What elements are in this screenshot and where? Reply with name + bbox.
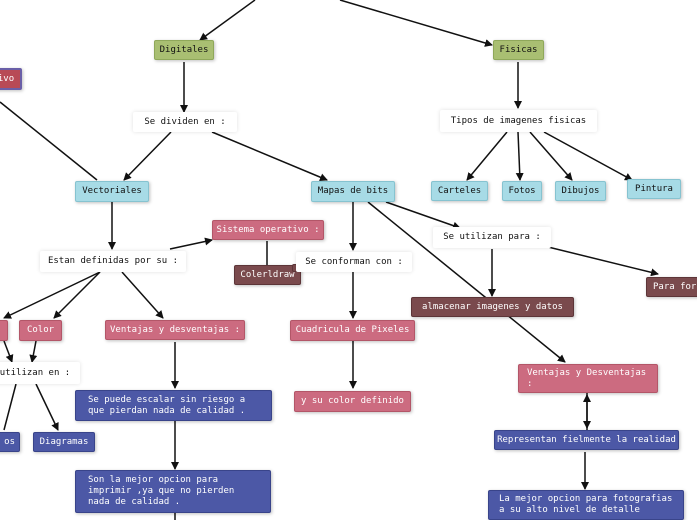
node-color[interactable]: Color — [19, 320, 62, 341]
edge-dividen-mapas — [211, 131, 328, 181]
node-pintura[interactable]: Pintura — [627, 179, 681, 199]
node-ventajas-desventajas-2[interactable]: Ventajas y Desventajas : — [518, 364, 658, 393]
node-sistema-operativo[interactable]: Sistema operativo : — [212, 220, 324, 240]
edge-mapas-utilizan — [385, 201, 461, 230]
node-ventajas-desventajas[interactable]: Ventajas y desventajas : — [105, 320, 245, 340]
edge-root-fisicas — [339, 0, 493, 47]
node-para-for-truncated[interactable]: Para for — [646, 277, 697, 297]
edge-definidas-sistema — [169, 237, 213, 250]
node-diagramas[interactable]: Diagramas — [33, 432, 95, 452]
node-cuadricula[interactable]: Cuadricula de Pixeles — [290, 320, 415, 341]
edge-red-vectoriales — [0, 101, 98, 181]
node-estan-definidas[interactable]: Estan definidas por su : — [40, 251, 186, 272]
node-mejor-fotografias[interactable]: La mejor opcion para fotografias a su al… — [488, 490, 684, 520]
edge-mapas-ventajas2 — [367, 201, 566, 363]
node-utilizan-en[interactable]: utilizan en : — [0, 362, 80, 384]
node-su-color[interactable]: y su color definido — [294, 391, 411, 412]
node-digitales[interactable]: Digitales — [154, 40, 214, 60]
edge-tipos-pintura — [543, 131, 633, 181]
node-carteles[interactable]: Carteles — [431, 181, 488, 201]
edge-root-digitales — [199, 0, 256, 41]
node-escalar[interactable]: Se puede escalar sin riesgo a que pierda… — [75, 390, 272, 421]
edge-tipos-fotos — [515, 131, 524, 181]
edge-utilizan-os — [3, 383, 17, 431]
edge-tipos-dibujos — [529, 131, 573, 181]
node-almacenar[interactable]: almacenar imagenes y datos — [411, 297, 574, 317]
node-red-truncated[interactable]: ivo — [0, 68, 22, 90]
edge-dividen-vectoriales — [123, 131, 172, 181]
node-os-truncated[interactable]: os — [0, 432, 20, 452]
node-se-utilizan-para[interactable]: Se utilizan para : — [433, 227, 551, 248]
node-mejor-imprimir[interactable]: Son la mejor opcion para imprimir ,ya qu… — [75, 470, 271, 513]
node-vectoriales[interactable]: Vectoriales — [75, 181, 149, 202]
node-dibujos[interactable]: Dibujos — [555, 181, 606, 201]
edge-definidas-ventajas — [121, 271, 164, 319]
edge-left-utilizan — [3, 340, 14, 363]
node-fotos[interactable]: Fotos — [502, 181, 542, 201]
node-se-conforman[interactable]: Se conforman con : — [296, 252, 412, 272]
node-colerldraw[interactable]: Colerldraw — [234, 265, 301, 285]
node-mapas-de-bits[interactable]: Mapas de bits — [311, 181, 395, 202]
node-left-pink-truncated[interactable] — [0, 320, 8, 341]
node-fisicas[interactable]: Fisicas — [493, 40, 544, 60]
node-se-dividen[interactable]: Se dividen en : — [133, 112, 237, 132]
edge-definidas-color — [53, 271, 101, 319]
edge-tipos-carteles — [466, 131, 508, 181]
edge-definidas-left — [3, 271, 101, 319]
edge-utilizan-diagramas — [35, 383, 59, 431]
node-representan[interactable]: Representan fielmente la realidad — [494, 430, 679, 450]
edge-utilizan-parafor — [543, 245, 659, 277]
node-tipos-imagenes-fisicas[interactable]: Tipos de imagenes fisicas — [440, 110, 597, 132]
edge-color-utilizan — [29, 340, 38, 363]
